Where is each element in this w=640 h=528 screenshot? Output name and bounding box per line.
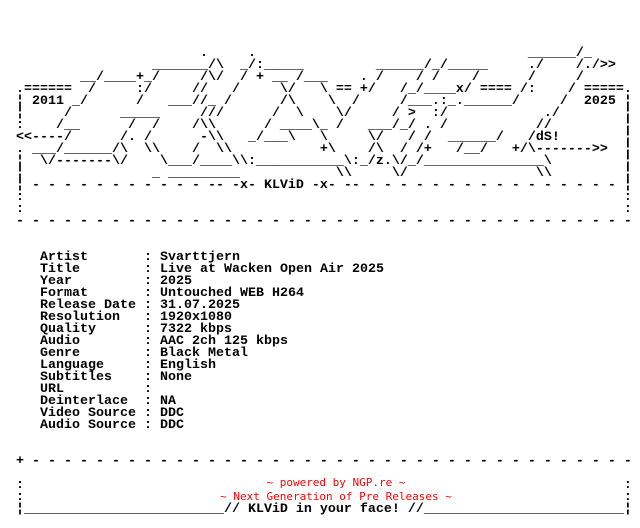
info-separator: :: [144, 250, 152, 265]
powered-by-text: ~ powered by NGP.re ~: [266, 476, 406, 489]
info-row: Format: Untouched WEB H264: [0, 286, 640, 301]
info-value: Svarttjern: [160, 250, 240, 265]
info-value: None: [160, 370, 192, 385]
info-row: Subtitles: None: [0, 370, 640, 385]
info-row: Year:2025: [0, 274, 640, 289]
ascii-art-header: . . ______/_ _______/\ _/:_____ ______/_…: [0, 24, 640, 228]
info-row: Language: English: [0, 358, 640, 373]
info-value: 1920x1080: [160, 310, 232, 325]
ascii-border-line: : :: [0, 478, 632, 493]
info-value: Black Metal: [160, 346, 248, 361]
info-label: Genre: [40, 346, 80, 361]
ascii-art-line: : :: [0, 202, 632, 217]
info-row: Audio: AAC 2ch 125 kbps: [0, 334, 640, 349]
info-value: AAC 2ch 125 kbps: [160, 334, 288, 349]
info-label: Release Date: [40, 298, 136, 313]
ascii-art-line: : :: [0, 190, 632, 205]
info-label: URL: [40, 382, 64, 397]
info-separator: :: [144, 370, 152, 385]
info-label: Year: [40, 274, 72, 289]
info-separator: :: [144, 394, 152, 409]
info-label: Artist: [40, 250, 88, 265]
ascii-art-line: <<----/ /. / -\\ _/___\ \ \/ / / ______/…: [0, 130, 632, 145]
ascii-border-line: + - - - - - - - - - - - - - - - - - - - …: [0, 454, 640, 469]
ascii-border-line: : :: [0, 490, 632, 505]
ascii-art-line: ¦ - - - - - - - - - - - -- -x- KLViD -x-…: [0, 178, 632, 193]
ascii-art-line: ¦ \/-------\/ \___/____\\:___________\:_…: [0, 154, 632, 169]
ascii-art-line: ¦ _ _________ \\ \/ \\ ¦: [0, 166, 632, 181]
info-row: Audio Source: DDC: [0, 418, 640, 433]
info-row: Quality:7322 kbps: [0, 322, 640, 337]
info-value: NA: [160, 394, 176, 409]
info-label: Audio Source: [40, 418, 136, 433]
ascii-art-line: ¦ 2011 _/ / ___//_ / /\ \ / /___.:_.____…: [0, 94, 632, 109]
ascii-art-line: ¦ / _____ /// / \ \/ / > :/ ./ ¦: [0, 106, 632, 121]
info-value: 31.07.2025: [160, 298, 240, 313]
ascii-art-line: . . ______/_: [0, 46, 592, 61]
ascii-art-line: __/____+_/ /\/ / + __ /___ . / / / / / /: [0, 70, 584, 85]
info-label: Quality: [40, 322, 96, 337]
info-label: Format: [40, 286, 88, 301]
info-value: 7322 kbps: [160, 322, 232, 337]
info-separator: :: [144, 298, 152, 313]
info-row: Resolution:1920x1080: [0, 310, 640, 325]
info-label: Language: [40, 358, 104, 373]
info-separator: :: [144, 406, 152, 421]
info-label: Title: [40, 262, 80, 277]
ascii-art-line: [0, 24, 640, 36]
info-separator: :: [144, 274, 152, 289]
info-row: URL:: [0, 382, 640, 397]
info-separator: :: [144, 358, 152, 373]
ascii-art-line: - - - - - - - - - - - - - - - - - - - - …: [0, 214, 632, 229]
info-row: Release Date:31.07.2025: [0, 298, 640, 313]
info-row: Deinterlace: NA: [0, 394, 640, 409]
ascii-art-line: .====== / :/ // / \/ \ == +/ /_/____x/ =…: [0, 82, 632, 97]
info-label: Audio: [40, 334, 80, 349]
info-row: Video Source: DDC: [0, 406, 640, 421]
info-separator: :: [144, 286, 152, 301]
ascii-art-footer: + - - - - - - - - - - - - - - - - - - - …: [0, 454, 640, 517]
info-separator: :: [144, 346, 152, 361]
info-value: DDC: [160, 406, 184, 421]
info-row: Artist: Svarttjern: [0, 250, 640, 265]
info-separator: :: [144, 382, 152, 397]
tagline-text: ~ Next Generation of Pre Releases ~: [220, 490, 452, 503]
ascii-art-line: : /__ / / /\\ / ____\_ / ___/_/ . / // ¦: [0, 118, 632, 133]
ascii-border-line: ¦_________________________// KLViD in yo…: [0, 502, 632, 517]
info-row: Title: Live at Wacken Open Air 2025: [0, 262, 640, 277]
info-row: Genre: Black Metal: [0, 346, 640, 361]
info-value: 2025: [160, 274, 192, 289]
info-separator: :: [144, 310, 152, 325]
info-label: Deinterlace: [40, 394, 128, 409]
info-value: English: [160, 358, 216, 373]
ascii-art-line: . ___/______/\ \\ / \\ +\ /\ / /+ /__/ +…: [0, 142, 632, 157]
info-value: DDC: [160, 418, 184, 433]
info-separator: :: [144, 334, 152, 349]
info-label: Video Source: [40, 406, 136, 421]
info-label: Subtitles: [40, 370, 112, 385]
info-value: Live at Wacken Open Air 2025: [160, 262, 384, 277]
info-separator: :: [144, 262, 152, 277]
info-value: Untouched WEB H264: [160, 286, 304, 301]
info-separator: :: [144, 322, 152, 337]
info-separator: :: [144, 418, 152, 433]
info-label: Resolution: [40, 310, 120, 325]
ascii-art-line: _______/\ _/:_____ ______/_/_____ ./ /./…: [0, 58, 616, 73]
